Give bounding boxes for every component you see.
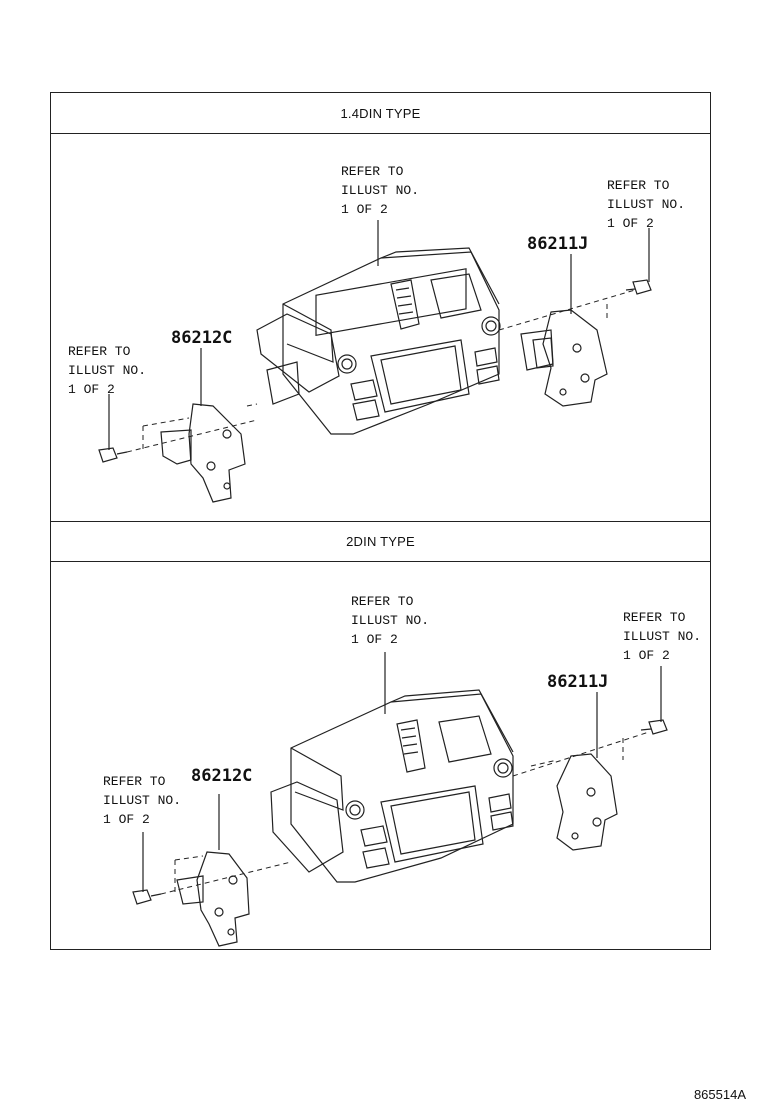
section-header-1: 1.4DIN TYPE (51, 93, 710, 134)
part-number-86211J-2: 86211J (547, 672, 609, 692)
section-title-1: 1.4DIN TYPE (340, 105, 421, 121)
section-title-2: 2DIN TYPE (346, 534, 415, 549)
note-center-1: REFER TO ILLUST NO. 1 OF 2 (341, 164, 420, 217)
audio-panel-assembly-2 (270, 689, 514, 883)
bolt-left (98, 447, 128, 463)
section-drawing-2: REFER TO ILLUST NO. 1 OF 2 REFER TO ILLU… (51, 562, 710, 949)
note-right-2: REFER TO ILLUST NO. 1 OF 2 (623, 610, 702, 663)
note-left-1: REFER TO ILLUST NO. 1 OF 2 (68, 344, 147, 397)
note-right-1: REFER TO ILLUST NO. 1 OF 2 (607, 178, 686, 231)
section-drawing-1: REFER TO ILLUST NO. 1 OF 2 REFER TO ILLU… (51, 134, 710, 521)
exploded-view-2 (132, 652, 668, 947)
part-number-86212C-2: 86212C (191, 766, 253, 786)
exploded-view-1 (98, 220, 652, 503)
bolt-left-2 (132, 889, 162, 905)
alignment-lines-2 (160, 731, 650, 895)
part-number-86212C-1: 86212C (171, 328, 233, 348)
bracket-86212C (160, 403, 246, 503)
part-number-86211J-1: 86211J (527, 234, 589, 254)
note-center-2: REFER TO ILLUST NO. 1 OF 2 (351, 594, 430, 647)
section-header-2: 2DIN TYPE (51, 521, 710, 562)
bracket-86211J-2 (556, 753, 618, 851)
bracket-86212C-2 (176, 851, 250, 947)
bolt-right (625, 279, 652, 295)
diagram-frame: 1.4DIN TYPE (50, 92, 711, 950)
diagram-id-label: 865514A (693, 1087, 746, 1102)
audio-panel-assembly (256, 247, 554, 435)
bracket-86211J (532, 309, 608, 407)
bolt-right-2 (640, 719, 668, 735)
note-left-2: REFER TO ILLUST NO. 1 OF 2 (103, 774, 182, 827)
alignment-lines-1 (126, 289, 636, 453)
